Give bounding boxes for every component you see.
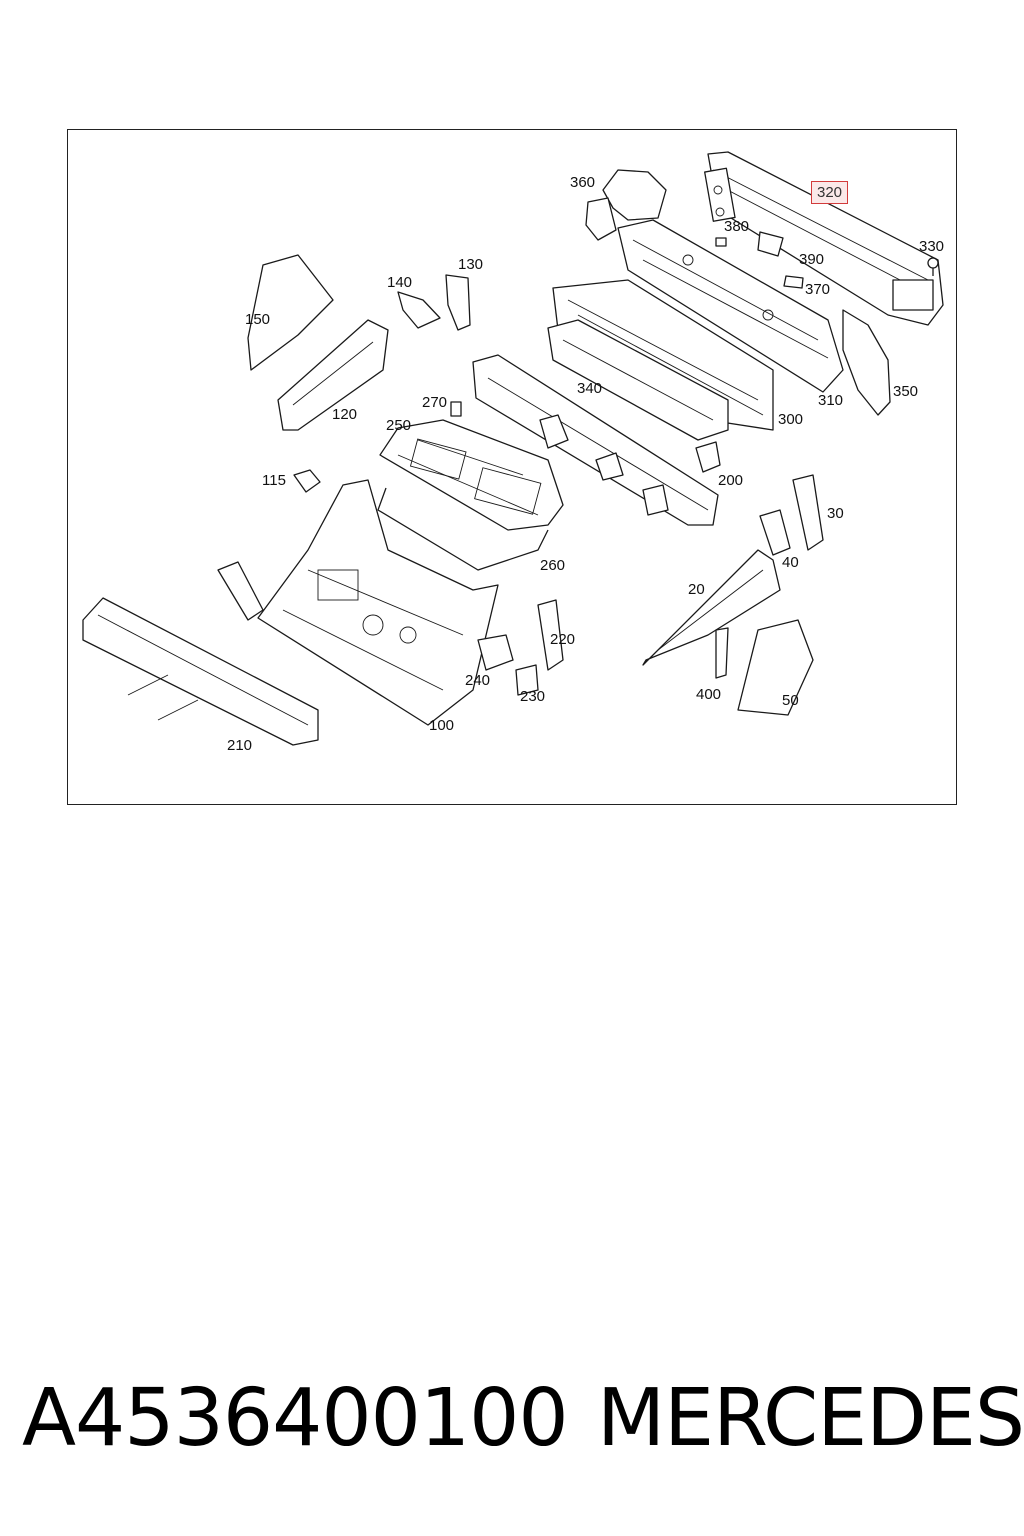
part-270-clip xyxy=(450,401,462,417)
callout-380: 380 xyxy=(724,218,750,235)
part-340-crossmember xyxy=(547,319,729,441)
part-220-bracket xyxy=(537,599,564,671)
callout-390: 390 xyxy=(799,251,825,268)
callout-115: 115 xyxy=(262,472,286,489)
part-380 xyxy=(715,237,727,247)
part-400-bracket xyxy=(715,627,729,679)
part-100-rear-floor xyxy=(257,479,499,726)
part-210-side-rail xyxy=(82,561,319,746)
part-250-spare-well xyxy=(379,419,564,531)
callout-140: 140 xyxy=(387,274,413,291)
callout-310: 310 xyxy=(818,392,844,409)
part-50-bracket xyxy=(737,619,814,716)
part-350-bracket xyxy=(842,309,891,416)
part-115-bracket xyxy=(293,469,321,493)
callout-240: 240 xyxy=(465,672,491,689)
callout-120: 120 xyxy=(332,406,358,423)
part-240-bracket xyxy=(477,634,514,671)
part-260-seal xyxy=(377,487,549,571)
part-320-crossmember xyxy=(704,151,944,326)
part-120-rail xyxy=(277,319,389,431)
part-140-bracket xyxy=(397,291,441,329)
part-330-bolt xyxy=(927,257,939,276)
callout-210: 210 xyxy=(227,737,253,754)
callout-30: 30 xyxy=(827,505,844,522)
part-390 xyxy=(757,231,784,257)
part-360-bracket xyxy=(585,169,667,241)
callout-260: 260 xyxy=(540,557,566,574)
part-310-rear-panel xyxy=(617,219,844,393)
callout-340: 340 xyxy=(577,380,603,397)
callout-350: 350 xyxy=(893,383,919,400)
part-130-bracket xyxy=(445,274,471,331)
callout-300: 300 xyxy=(778,411,804,428)
part-150-bracket xyxy=(247,254,334,371)
callout-220: 220 xyxy=(550,631,576,648)
callout-370: 370 xyxy=(805,281,831,298)
part-200-floor-crossmember xyxy=(472,354,721,526)
callout-100: 100 xyxy=(429,717,455,734)
callout-40: 40 xyxy=(782,554,799,571)
callout-330: 330 xyxy=(919,238,945,255)
callout-360: 360 xyxy=(570,174,596,191)
callout-400: 400 xyxy=(696,686,722,703)
callout-250: 250 xyxy=(386,417,412,434)
part-number: A4536400100 xyxy=(22,1372,569,1464)
parts-diagram-drawing xyxy=(82,151,944,746)
callout-20: 20 xyxy=(688,581,705,598)
callout-50: 50 xyxy=(782,692,799,709)
callout-130: 130 xyxy=(458,256,484,273)
part-20-rail xyxy=(642,549,781,666)
callout-200: 200 xyxy=(718,472,744,489)
part-370 xyxy=(783,275,804,289)
callout-230: 230 xyxy=(520,688,546,705)
callout-150: 150 xyxy=(245,311,271,328)
brand-name: MERCEDES xyxy=(597,1372,1024,1464)
part-30-bracket xyxy=(792,474,824,551)
callout-270: 270 xyxy=(422,394,448,411)
part-40-bracket xyxy=(759,509,791,556)
part-230-bracket xyxy=(515,664,539,696)
caption-row: A4536400100 MERCEDES xyxy=(0,1372,1024,1472)
parts-diagram-frame: 360 320 380 330 390 370 130 140 150 120 … xyxy=(67,129,957,805)
callout-320-highlighted: 320 xyxy=(811,181,849,204)
